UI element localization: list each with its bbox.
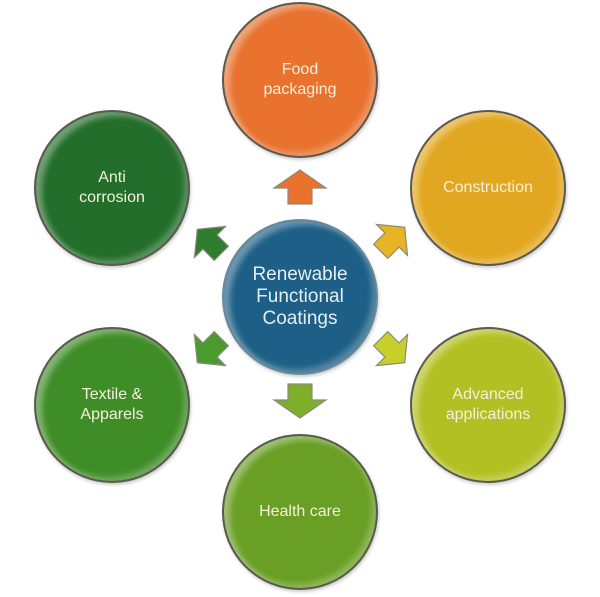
- node-label: Health care: [259, 503, 341, 520]
- node-food-packaging: Food packaging: [222, 2, 378, 158]
- node-construction: Construction: [410, 110, 566, 266]
- arrow-textile-apparels: [193, 330, 230, 367]
- arrow-construction: [372, 223, 409, 260]
- node-label: Textile & Apparels: [80, 386, 144, 423]
- arrow-food-packaging: [272, 169, 328, 205]
- node-anti-corrosion: Anti corrosion: [34, 110, 190, 266]
- node-label: Advanced applications: [445, 386, 531, 423]
- node-label: Construction: [443, 179, 533, 196]
- center-node-label: Renewable Functional Coatings: [252, 264, 348, 329]
- arrow-health-care: [272, 383, 328, 419]
- node-textile-apparels: Textile & Apparels: [34, 327, 190, 483]
- node-label: Anti corrosion: [79, 169, 145, 206]
- arrow-anti-corrosion: [193, 225, 230, 262]
- arrow-advanced-applications: [372, 330, 409, 367]
- node-health-care: Health care: [222, 434, 378, 590]
- center-node-renewable-functional-coatings: Renewable Functional Coatings: [222, 219, 378, 375]
- node-advanced-applications: Advanced applications: [410, 327, 566, 483]
- node-label: Food packaging: [263, 61, 337, 98]
